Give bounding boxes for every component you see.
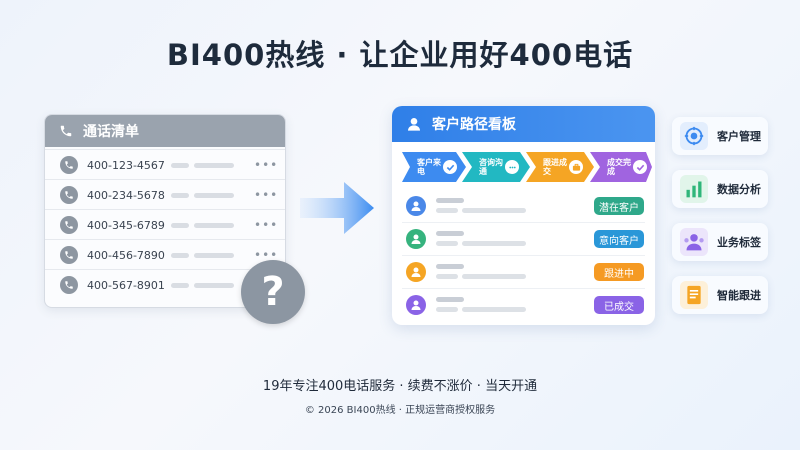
phone-icon — [60, 156, 78, 174]
call-log-card: 通话清单 400-123-4567 ••• 400-234-5678 ••• 4… — [44, 114, 286, 308]
users-icon — [680, 228, 708, 256]
arrow-right-icon — [300, 182, 374, 234]
avatar-icon — [406, 229, 426, 249]
document-icon — [680, 281, 708, 309]
more-icon[interactable]: ••• — [254, 158, 279, 172]
stage-arrow — [402, 152, 466, 182]
call-log-title: 通话清单 — [83, 124, 139, 140]
customer-path-board: 客户路径看板 客户来电 咨询沟通 跟进成交 成交完成 潜在客户 — [392, 106, 655, 325]
briefcase-icon — [569, 160, 583, 174]
feature-label: 数据分析 — [717, 183, 761, 196]
placeholder-bar — [194, 282, 234, 288]
divider — [402, 222, 645, 223]
feature-label: 客户管理 — [717, 130, 761, 143]
placeholder-lines — [436, 196, 536, 216]
placeholder-bar — [194, 222, 234, 228]
phone-icon — [60, 216, 78, 234]
target-icon — [680, 122, 708, 150]
call-log-header: 通话清单 — [45, 115, 285, 147]
phone-icon — [60, 246, 78, 264]
more-icon[interactable]: ••• — [254, 218, 279, 232]
status-badge[interactable]: 意向客户 — [594, 230, 644, 248]
stage-consult[interactable]: 咨询沟通 — [464, 152, 519, 182]
placeholder-bar — [171, 252, 189, 258]
call-row[interactable]: 400-345-6789 ••• — [45, 209, 285, 240]
customer-row[interactable]: 潜在客户 — [392, 190, 655, 222]
copyright: © 2026 BI400热线 · 正规运营商授权服务 — [304, 405, 496, 416]
placeholder-lines — [436, 295, 536, 315]
placeholder-bar — [194, 162, 234, 168]
placeholder-bar — [171, 282, 189, 288]
check-circle-icon — [633, 160, 647, 174]
chat-icon — [505, 160, 519, 174]
feature-customer-management[interactable]: 客户管理 — [672, 117, 768, 155]
divider — [402, 255, 645, 256]
status-badge[interactable]: 潜在客户 — [594, 197, 644, 215]
call-row[interactable]: 400-123-4567 ••• — [45, 149, 285, 180]
placeholder-bar — [171, 222, 189, 228]
avatar-icon — [406, 196, 426, 216]
phone-number: 400-345-6789 — [87, 218, 165, 232]
stage-arrows — [402, 152, 652, 182]
avatar-icon — [406, 262, 426, 282]
phone-icon — [60, 125, 72, 137]
board-title: 客户路径看板 — [432, 117, 516, 133]
stage-new-call[interactable]: 客户来电 — [402, 152, 457, 182]
check-icon — [443, 160, 457, 174]
stage-followup[interactable]: 跟进成交 — [528, 152, 583, 182]
stage-label: 跟进成交 — [543, 158, 567, 176]
divider — [402, 288, 645, 289]
placeholder-bar — [194, 192, 234, 198]
stage-label: 成交完成 — [607, 158, 631, 176]
more-icon[interactable]: ••• — [254, 188, 279, 202]
phone-icon — [60, 186, 78, 204]
bar-chart-icon — [680, 175, 708, 203]
stage-label: 客户来电 — [417, 158, 441, 176]
placeholder-lines — [436, 229, 536, 249]
tagline: 19年专注400电话服务 · 续费不涨价 · 当天开通 — [262, 379, 538, 394]
placeholder-bar — [171, 162, 189, 168]
avatar-icon — [406, 295, 426, 315]
stage-pipeline: 客户来电 咨询沟通 跟进成交 成交完成 — [402, 152, 652, 182]
phone-icon — [60, 276, 78, 294]
call-row[interactable]: 400-456-7890 ••• — [45, 239, 285, 270]
stage-closed[interactable]: 成交完成 — [592, 152, 647, 182]
stage-label: 咨询沟通 — [479, 158, 503, 176]
customer-row[interactable]: 意向客户 — [392, 223, 655, 255]
feature-smart-followup[interactable]: 智能跟进 — [672, 276, 768, 314]
stage-arrow — [526, 152, 594, 182]
phone-number: 400-456-7890 — [87, 248, 165, 262]
more-icon[interactable]: ••• — [254, 248, 279, 262]
call-row[interactable]: 400-567-8901 — [45, 269, 285, 300]
question-mark-icon: ? — [241, 260, 305, 324]
status-badge[interactable]: 已成交 — [594, 296, 644, 314]
placeholder-lines — [436, 262, 536, 282]
page-title: BI400热线 · 让企业用好400电话 — [166, 38, 634, 72]
phone-number: 400-234-5678 — [87, 188, 165, 202]
board-header: 客户路径看板 — [392, 106, 655, 142]
stage-arrow — [590, 152, 652, 182]
stage-arrow — [462, 152, 530, 182]
phone-number: 400-567-8901 — [87, 278, 165, 292]
call-row[interactable]: 400-234-5678 ••• — [45, 179, 285, 210]
placeholder-bar — [171, 192, 189, 198]
user-icon — [408, 118, 420, 131]
customer-row[interactable]: 跟进中 — [392, 256, 655, 288]
customer-row[interactable]: 已成交 — [392, 289, 655, 321]
phone-number: 400-123-4567 — [87, 158, 165, 172]
feature-data-analysis[interactable]: 数据分析 — [672, 170, 768, 208]
status-badge[interactable]: 跟进中 — [594, 263, 644, 281]
feature-label: 智能跟进 — [717, 289, 761, 302]
feature-business-tags[interactable]: 业务标签 — [672, 223, 768, 261]
feature-label: 业务标签 — [717, 236, 761, 249]
placeholder-bar — [194, 252, 234, 258]
